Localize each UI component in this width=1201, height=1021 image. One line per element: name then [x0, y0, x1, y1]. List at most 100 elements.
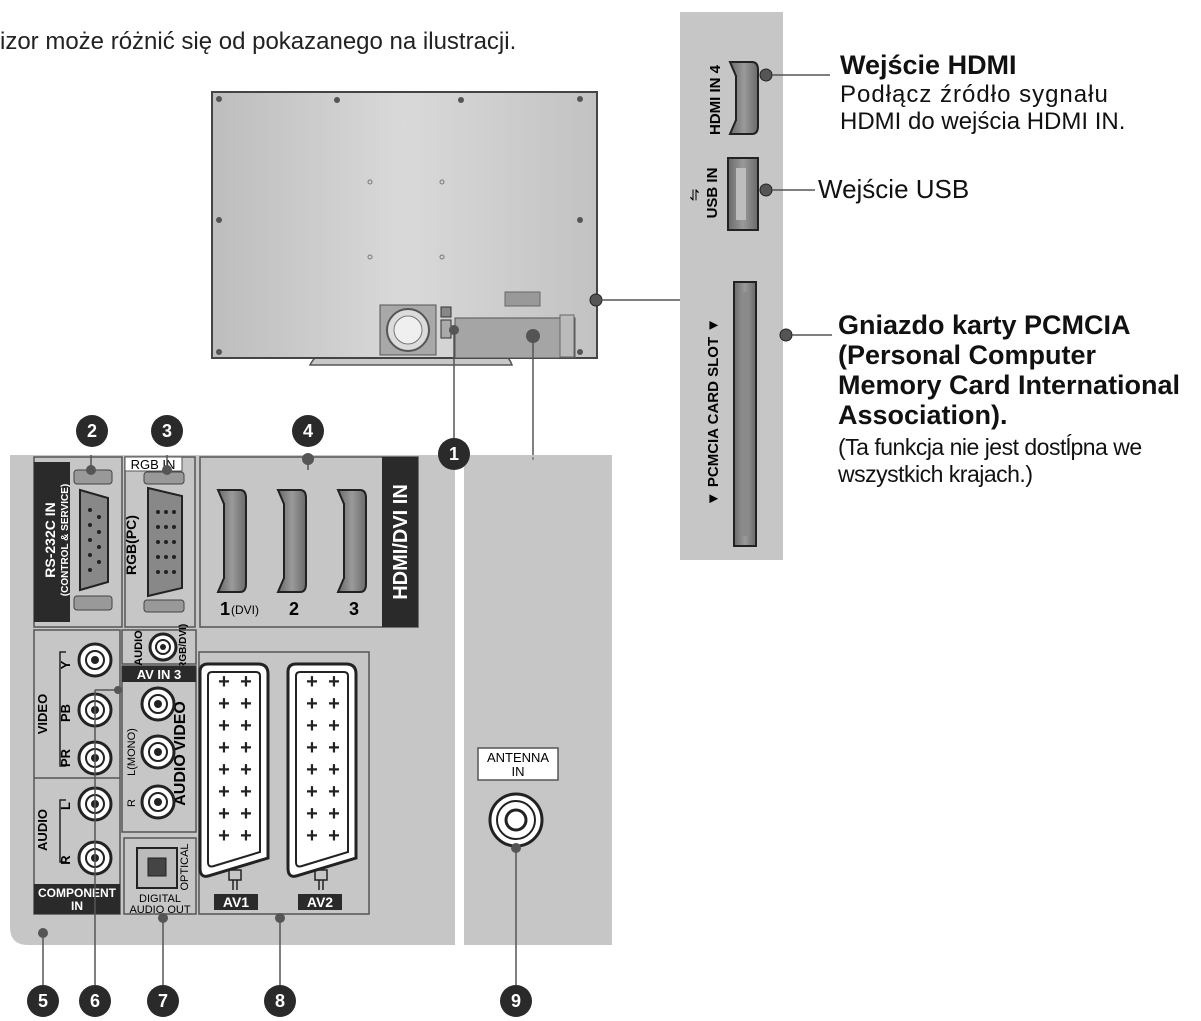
- svg-text:+: +: [306, 803, 318, 825]
- pcmcia-callout-title-3: Memory Card International: [838, 370, 1181, 400]
- marker-leader-dots: [38, 453, 521, 938]
- hdmi-callout-line1: Podłącz źródło sygnału: [840, 81, 1109, 108]
- av-in3-label-bg: [122, 666, 196, 682]
- svg-text:+: +: [306, 671, 318, 693]
- tv-screws: [216, 96, 583, 355]
- svg-text:+: +: [328, 737, 340, 759]
- marker-6: 6: [79, 985, 111, 1017]
- av2-label-bg: [298, 894, 342, 910]
- hdmi-port-2-label: 2: [289, 599, 299, 619]
- rs232c-port[interactable]: [79, 488, 109, 592]
- av-in3-video-jack[interactable]: [140, 686, 176, 722]
- av2-label: AV2: [307, 894, 333, 910]
- marker-8: 8: [264, 985, 296, 1017]
- av-in3-label: AV IN 3: [137, 667, 182, 682]
- av-in3-r-label: R: [126, 799, 138, 807]
- hdmi-port-1-sublabel: (DVI): [231, 603, 259, 617]
- svg-text:+: +: [218, 737, 230, 759]
- pcmcia-callout-title-2: (Personal Computer: [838, 340, 1097, 370]
- component-l-label: L: [58, 802, 73, 810]
- hdmi-in-4-port[interactable]: [728, 61, 759, 135]
- audio-rgb-dvi-sublabel: (RGB/DVI): [178, 624, 189, 672]
- svg-text:+: +: [240, 803, 252, 825]
- component-in-label-bg: [34, 884, 120, 914]
- antenna-label: ANTENNA: [487, 750, 549, 765]
- marker-3: 3: [151, 415, 183, 447]
- svg-text:+: +: [306, 715, 318, 737]
- hdmi-dvi-label-bg: [382, 457, 418, 627]
- pcmcia-callout-note-1: (Ta funkcja nie jest dostĺpna we: [838, 434, 1142, 460]
- marker-5: 5: [27, 985, 59, 1017]
- svg-text:+: +: [240, 737, 252, 759]
- pcmcia-callout-title-4: Association).: [838, 400, 1008, 430]
- hdmi-port-3[interactable]: [336, 489, 367, 593]
- optical-label: OPTICAL: [179, 843, 191, 890]
- svg-text:+: +: [306, 737, 318, 759]
- hdmi-callout-title: Wejście HDMI: [840, 50, 1017, 80]
- av-in3-audio-l-jack[interactable]: [140, 734, 176, 770]
- hdmi-port-1-label: 1: [220, 599, 230, 619]
- pcmcia-callout-note-2: wszystkich krajach.): [838, 461, 1033, 487]
- svg-text:+: +: [218, 671, 230, 693]
- svg-text:+: +: [218, 693, 230, 715]
- usb-in-label: USB IN: [704, 168, 721, 219]
- component-in-sublabel: IN: [71, 899, 83, 913]
- av-in3-audio-label: AUDIO: [172, 754, 189, 806]
- tv-connector-area: [454, 317, 576, 359]
- digital-audio-out-label: DIGITAL: [139, 893, 181, 905]
- component-audio-label: AUDIO: [35, 809, 50, 851]
- scart-av1-port[interactable]: ++++ ++++ ++++ ++++: [198, 662, 270, 878]
- svg-text:+: +: [328, 759, 340, 781]
- component-y-label: Y: [58, 660, 73, 669]
- svg-text:+: +: [328, 671, 340, 693]
- pcmcia-slot-label: ▼ PCMCIA CARD SLOT ▼: [705, 318, 722, 506]
- hdmi-dvi-in-label: HDMI/DVI IN: [390, 484, 412, 600]
- hdmi-callout: Wejście HDMI Podłącz źródło sygnału HDMI…: [840, 50, 1125, 135]
- tv-rear-panel: [211, 91, 598, 359]
- svg-text:+: +: [306, 781, 318, 803]
- marker-2: 2: [76, 415, 108, 447]
- panel-right-bg: [464, 455, 612, 945]
- antenna-label-box: [477, 747, 559, 781]
- hdmi-in-4-label: HDMI IN 4: [707, 64, 724, 135]
- component-in-label: COMPONENT: [38, 886, 117, 900]
- rs232c-label: RS-232C IN: [42, 502, 58, 577]
- scart-ground-icons: [228, 869, 328, 890]
- hdmi-callout-line2: HDMI do wejścia HDMI IN.: [840, 108, 1126, 135]
- component-y-jack[interactable]: [77, 642, 113, 678]
- svg-text:+: +: [328, 715, 340, 737]
- svg-text:+: +: [328, 803, 340, 825]
- rs232c-sublabel: (CONTROL & SERVICE): [60, 484, 71, 596]
- svg-text:+: +: [218, 825, 230, 847]
- svg-text:+: +: [240, 715, 252, 737]
- component-video-label: VIDEO: [35, 694, 50, 734]
- svg-text:+: +: [328, 781, 340, 803]
- audio-rgb-dvi-label: AUDIO: [133, 630, 145, 666]
- svg-text:+: +: [306, 825, 318, 847]
- antenna-in-port[interactable]: [488, 792, 544, 848]
- tv-mount-holes: [367, 179, 445, 260]
- rs232c-label-bg: [34, 462, 70, 622]
- av-in3-audio-r-jack[interactable]: [140, 784, 176, 820]
- svg-text:+: +: [218, 715, 230, 737]
- svg-text:+: +: [240, 825, 252, 847]
- marker-1: 1: [438, 438, 470, 470]
- marker-4: 4: [292, 415, 324, 447]
- scart-av2-port[interactable]: ++++ ++++ ++++ ++++: [286, 662, 358, 878]
- marker-7: 7: [147, 985, 179, 1017]
- pcmcia-callout: Gniazdo karty PCMCIA (Personal Computer …: [838, 310, 1180, 488]
- av1-label-bg: [214, 894, 258, 910]
- svg-text:+: +: [306, 693, 318, 715]
- audio-rgb-dvi-jack[interactable]: [148, 632, 178, 662]
- svg-text:+: +: [240, 781, 252, 803]
- pcmcia-callout-title-1: Gniazdo karty PCMCIA: [838, 310, 1131, 340]
- hdmi-port-2[interactable]: [276, 489, 307, 593]
- usb-callout-title: Wejście USB: [818, 174, 970, 204]
- marker-leader-lines: [42, 455, 517, 985]
- svg-text:+: +: [240, 693, 252, 715]
- component-r-label: R: [58, 855, 73, 865]
- hdmi-port-1[interactable]: [216, 489, 247, 593]
- side-panel: HDMI IN 4 USB IN ⇋ ▼ PCMCIA CARD SLOT ▼: [680, 12, 832, 560]
- svg-text:+: +: [218, 781, 230, 803]
